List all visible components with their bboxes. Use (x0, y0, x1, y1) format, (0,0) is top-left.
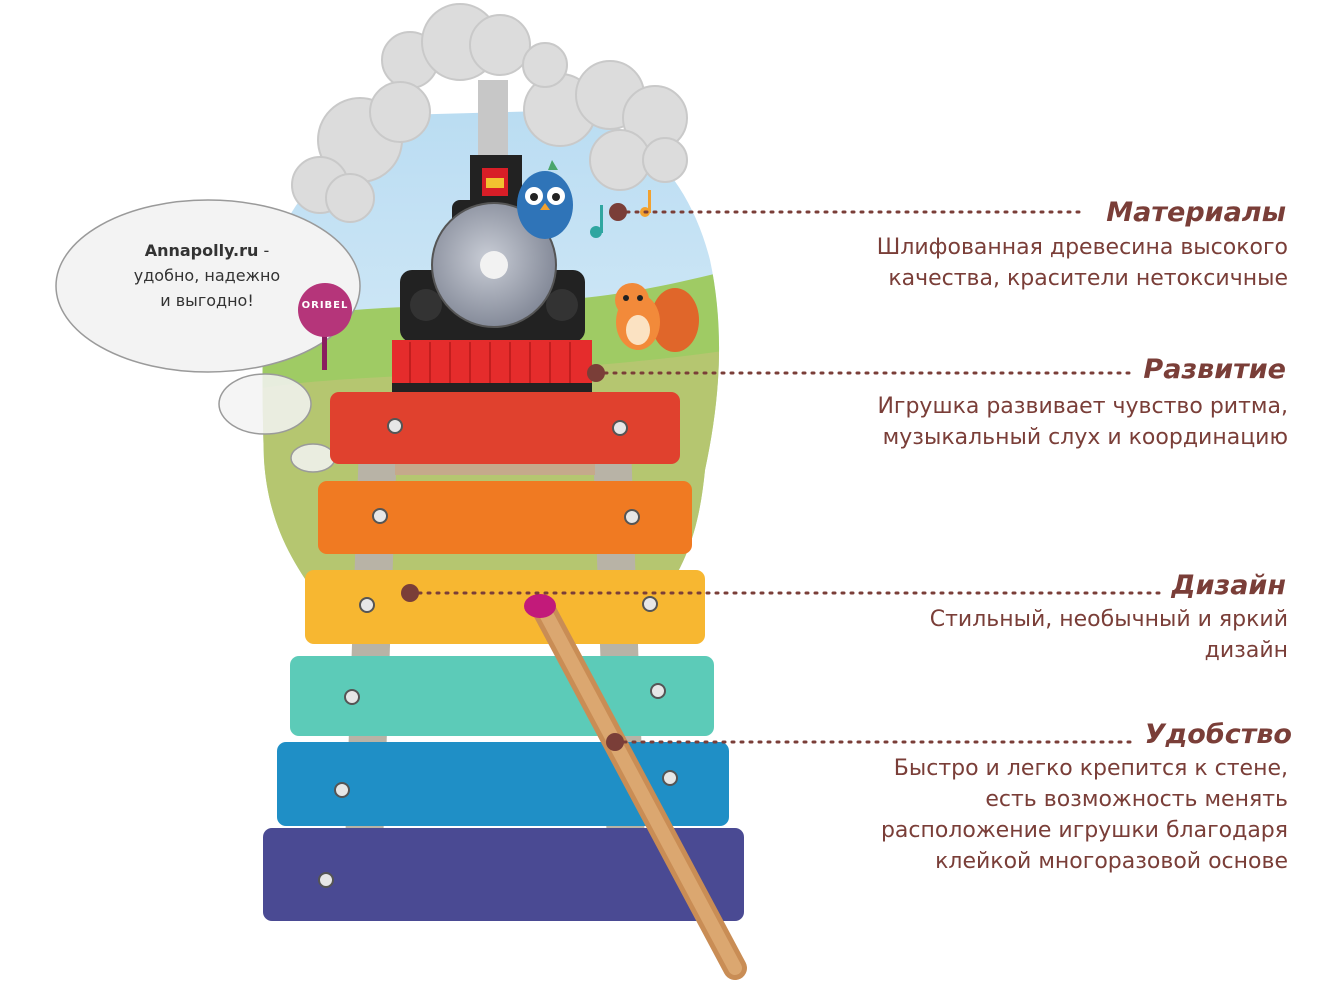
feature-desc-line: расположение игрушки благодаря (880, 818, 1288, 843)
feature-desc-line: Стильный, необычный и яркий (929, 607, 1288, 632)
speech-bubble-text: Annapolly.ru - удобно, надежно и выгодно… (92, 238, 322, 313)
steam-clouds (291, 3, 688, 223)
feature-title-materials: Материалы (1106, 197, 1286, 228)
feature-desc-development: Игрушка развивает чувство ритма, музыкал… (877, 391, 1288, 453)
bubble-line-3: и выгодно! (160, 291, 254, 310)
feature-title-convenience: Удобство (1144, 719, 1292, 750)
feature-desc-line: есть возможность менять (985, 787, 1288, 812)
bubble-line-2: удобно, надежно (133, 266, 281, 285)
feature-desc-line: Быстро и легко крепится к стене, (893, 756, 1288, 781)
oribel-sign (298, 283, 352, 370)
feature-title-design: Дизайн (1171, 570, 1286, 601)
brand-name: Annapolly.ru (144, 241, 259, 260)
feature-desc-line: Шлифованная древесина высокого (876, 235, 1288, 260)
brand-dash: - (258, 241, 270, 260)
leader-dots (401, 203, 627, 751)
feature-desc-line: клейкой многоразовой основе (935, 849, 1288, 874)
feature-title-development: Развитие (1143, 354, 1286, 385)
feature-desc-convenience: Быстро и легко крепится к стене, есть во… (881, 753, 1288, 877)
owl-character (517, 160, 573, 239)
feature-desc-line: музыкальный слух и координацию (882, 425, 1288, 450)
oribel-sign-label: ORIBEL (301, 300, 349, 311)
feature-desc-materials: Шлифованная древесина высокого качества,… (877, 232, 1288, 294)
leader-lines (408, 210, 1162, 744)
speech-bubble (55, 199, 361, 473)
bar-screws (318, 418, 678, 888)
feature-desc-design: Стильный, необычный и яркий дизайн (930, 604, 1288, 666)
feature-desc-line: Игрушка развивает чувство ритма, (877, 394, 1288, 419)
bar-navy (263, 828, 744, 921)
feature-desc-line: дизайн (1204, 638, 1288, 663)
bar-orange (318, 481, 692, 554)
squirrel-character (615, 283, 699, 352)
bar-red (330, 392, 680, 464)
train-engine (392, 155, 592, 393)
mallet (524, 594, 747, 980)
feature-desc-line: качества, красители нетоксичные (888, 266, 1288, 291)
